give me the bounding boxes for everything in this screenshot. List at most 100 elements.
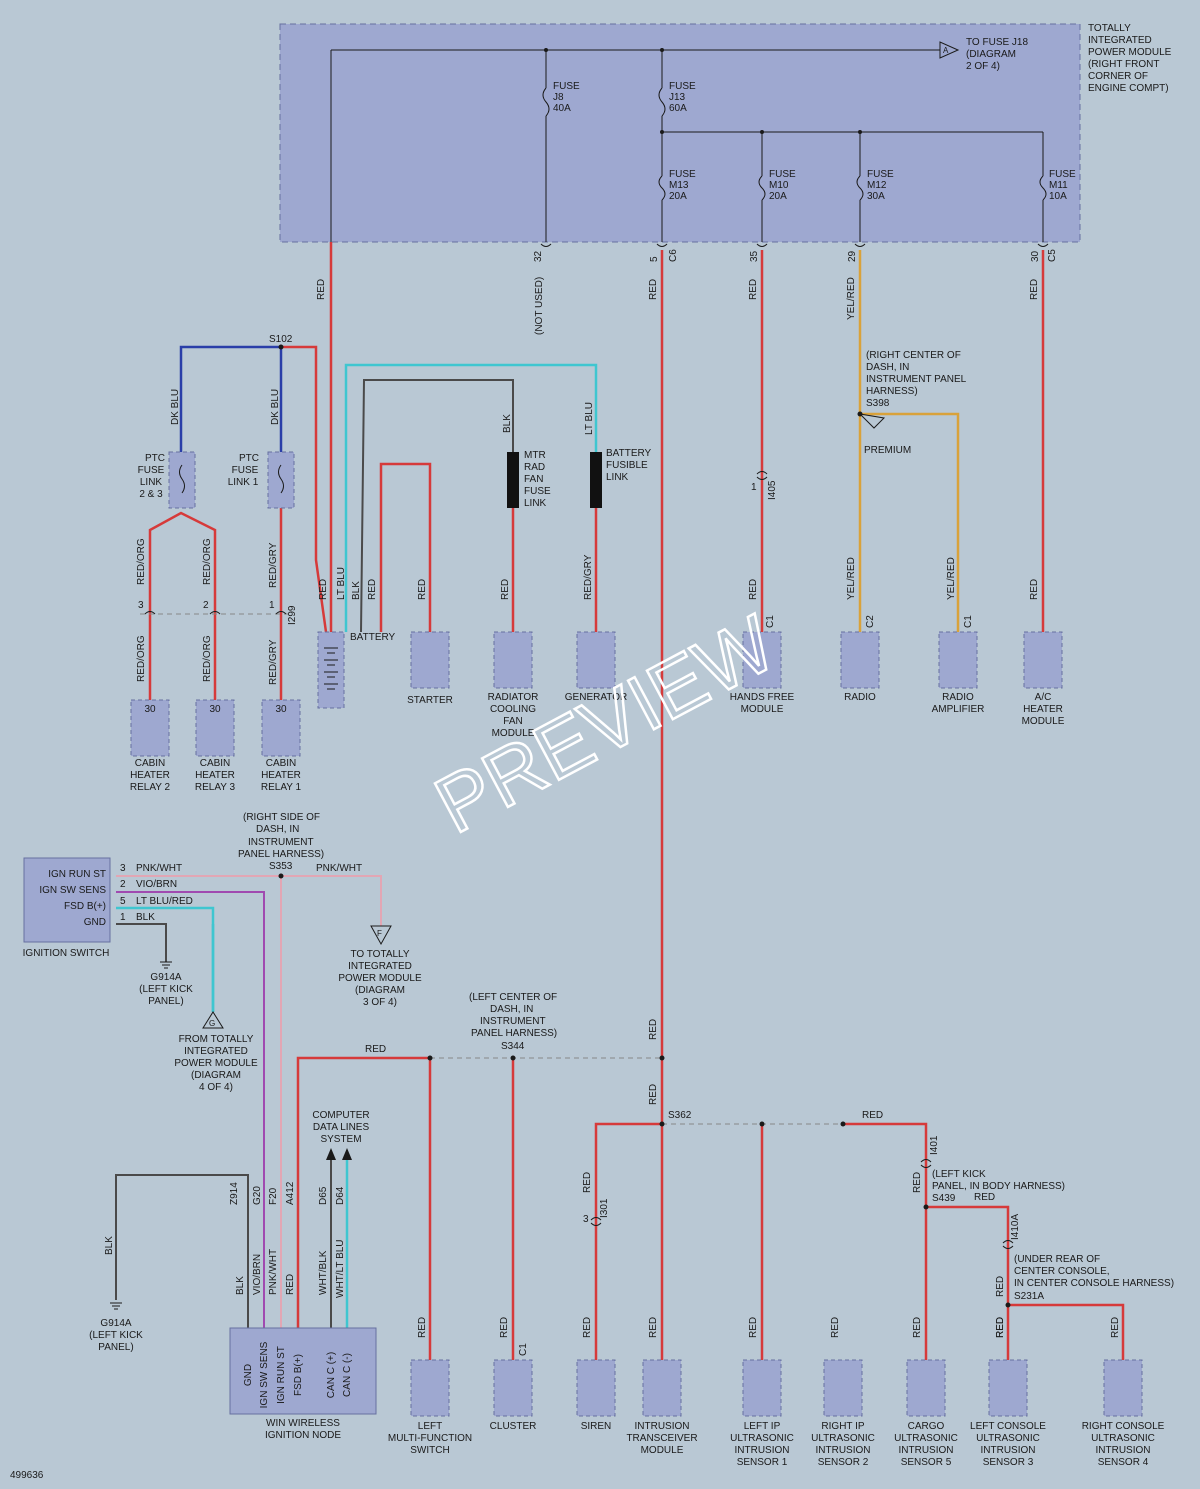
svg-text:CORNER OF: CORNER OF: [1088, 71, 1148, 82]
svg-text:HEATER: HEATER: [195, 770, 235, 781]
svg-text:40A: 40A: [553, 103, 571, 114]
svg-text:RED: RED: [648, 1317, 659, 1338]
svg-text:LEFT IP: LEFT IP: [744, 1421, 781, 1432]
svg-text:IGN RUN ST: IGN RUN ST: [48, 869, 106, 880]
svg-text:30: 30: [1030, 250, 1041, 262]
component-boxes-row2: [410, 1359, 1143, 1417]
wire-labels: RED (NOT USED) RED RED YEL/RED RED DK BL…: [104, 277, 1121, 1338]
mtr-fuse-link-icon: [507, 452, 519, 508]
svg-text:10A: 10A: [1049, 191, 1067, 202]
svg-text:ULTRASONIC: ULTRASONIC: [730, 1433, 794, 1444]
svg-text:RED/ORG: RED/ORG: [136, 538, 147, 585]
svg-text:PNK/WHT: PNK/WHT: [136, 863, 182, 874]
svg-text:SWITCH: SWITCH: [410, 1445, 449, 1456]
svg-text:PNK/WHT: PNK/WHT: [268, 1249, 279, 1295]
tipm-box: [279, 23, 1081, 243]
svg-text:30: 30: [209, 704, 221, 715]
radio-amp-box: [938, 631, 978, 689]
offpage-g-ref: G: [209, 1019, 215, 1028]
svg-text:RED/GRY: RED/GRY: [268, 639, 279, 685]
ignition-switch-labels: IGN RUN ST IGN SW SENS FSD B(+) GND 3 2 …: [23, 863, 126, 959]
battery-box: [317, 631, 345, 709]
svg-text:2 OF 4): 2 OF 4): [966, 61, 1000, 72]
svg-text:CABIN: CABIN: [266, 758, 297, 769]
svg-text:DK BLU: DK BLU: [270, 389, 281, 425]
svg-text:INTRUSION: INTRUSION: [981, 1445, 1036, 1456]
svg-text:WHT/BLK: WHT/BLK: [318, 1250, 329, 1295]
svg-text:LT BLU: LT BLU: [336, 567, 347, 600]
svg-text:MODULE: MODULE: [1022, 716, 1065, 727]
svg-text:HEATER: HEATER: [1023, 704, 1063, 715]
svg-text:RED: RED: [285, 1274, 296, 1295]
svg-text:(DIAGRAM: (DIAGRAM: [966, 49, 1016, 60]
svg-text:HEATER: HEATER: [261, 770, 301, 781]
svg-text:PANEL, IN BODY HARNESS): PANEL, IN BODY HARNESS): [932, 1181, 1065, 1192]
svg-text:30: 30: [275, 704, 287, 715]
svg-text:FUSE: FUSE: [232, 465, 259, 476]
svg-text:RED: RED: [748, 1317, 759, 1338]
svg-text:RELAY 3: RELAY 3: [195, 782, 236, 793]
svg-text:RED/GRY: RED/GRY: [268, 542, 279, 588]
svg-text:LEFT CONSOLE: LEFT CONSOLE: [970, 1421, 1046, 1432]
svg-text:YEL/RED: YEL/RED: [846, 557, 857, 600]
svg-text:INTRUSION: INTRUSION: [816, 1445, 871, 1456]
fuse-j13-icon: [658, 87, 666, 117]
svg-text:MTR: MTR: [524, 450, 546, 461]
svg-text:RED: RED: [995, 1317, 1006, 1338]
svg-text:RED: RED: [318, 579, 329, 600]
svg-text:LINK: LINK: [524, 498, 547, 509]
svg-text:RED: RED: [1110, 1317, 1121, 1338]
svg-text:AMPLIFIER: AMPLIFIER: [932, 704, 985, 715]
svg-text:SYSTEM: SYSTEM: [320, 1134, 361, 1145]
svg-text:BLK: BLK: [351, 581, 362, 600]
svg-text:CAN C (-): CAN C (-): [342, 1353, 353, 1397]
svg-text:A/C: A/C: [1035, 692, 1052, 703]
svg-text:20A: 20A: [669, 191, 687, 202]
svg-text:30: 30: [144, 704, 156, 715]
generator-box: [576, 631, 616, 689]
svg-text:DASH, IN: DASH, IN: [256, 824, 299, 835]
svg-text:(LEFT CENTER OF: (LEFT CENTER OF: [469, 992, 557, 1003]
svg-text:INSTRUMENT: INSTRUMENT: [480, 1016, 546, 1027]
svg-text:ULTRASONIC: ULTRASONIC: [1091, 1433, 1155, 1444]
ptc-fuse-1-icon: [278, 464, 284, 494]
svg-text:2 & 3: 2 & 3: [139, 489, 163, 500]
dk-blu-wires: [179, 345, 283, 452]
svg-text:1: 1: [751, 482, 757, 493]
svg-text:S439: S439: [932, 1193, 956, 1204]
svg-text:J13: J13: [669, 92, 686, 103]
svg-text:DATA LINES: DATA LINES: [313, 1122, 370, 1133]
svg-text:RED: RED: [995, 1317, 1006, 1338]
svg-text:RED: RED: [648, 1084, 659, 1105]
svg-text:RELAY 1: RELAY 1: [261, 782, 302, 793]
svg-text:ULTRASONIC: ULTRASONIC: [976, 1433, 1040, 1444]
svg-text:DASH, IN: DASH, IN: [866, 362, 909, 373]
svg-text:RED: RED: [582, 1172, 593, 1193]
svg-text:FUSE: FUSE: [1049, 169, 1076, 180]
ground-icons: [110, 961, 172, 1310]
svg-text:(DIAGRAM: (DIAGRAM: [191, 1070, 241, 1081]
svg-text:VIO/BRN: VIO/BRN: [252, 1254, 263, 1295]
svg-text:30A: 30A: [867, 191, 885, 202]
tipm-pin-labels: 32 5 C6 35 29 30 C5: [533, 249, 1058, 262]
svg-text:D64: D64: [335, 1186, 346, 1205]
svg-text:MULTI-FUNCTION: MULTI-FUNCTION: [388, 1433, 472, 1444]
svg-text:G914A: G914A: [150, 972, 181, 983]
svg-text:C1: C1: [963, 615, 974, 628]
svg-text:RAD: RAD: [524, 462, 545, 473]
svg-text:FUSE: FUSE: [669, 169, 696, 180]
svg-text:SENSOR 3: SENSOR 3: [983, 1457, 1034, 1468]
svg-text:RED: RED: [500, 579, 511, 600]
svg-text:RED: RED: [1029, 279, 1040, 300]
svg-text:RED: RED: [995, 1276, 1006, 1297]
ignition-switch-box: [23, 857, 111, 943]
ground-labels: G914A (LEFT KICK PANEL) G914A (LEFT KICK…: [89, 972, 193, 1353]
relay3-box: [195, 699, 235, 757]
from-tipm-4-label: FROM TOTALLY INTEGRATED POWER MODULE (DI…: [174, 1034, 258, 1093]
svg-text:TRANSCEIVER: TRANSCEIVER: [626, 1433, 697, 1444]
to-tipm-3-label: TO TOTALLY INTEGRATED POWER MODULE (DIAG…: [338, 949, 422, 1008]
svg-text:C1: C1: [518, 1343, 529, 1356]
svg-text:CARGO: CARGO: [908, 1421, 945, 1432]
ac-heater-box: [1023, 631, 1063, 689]
